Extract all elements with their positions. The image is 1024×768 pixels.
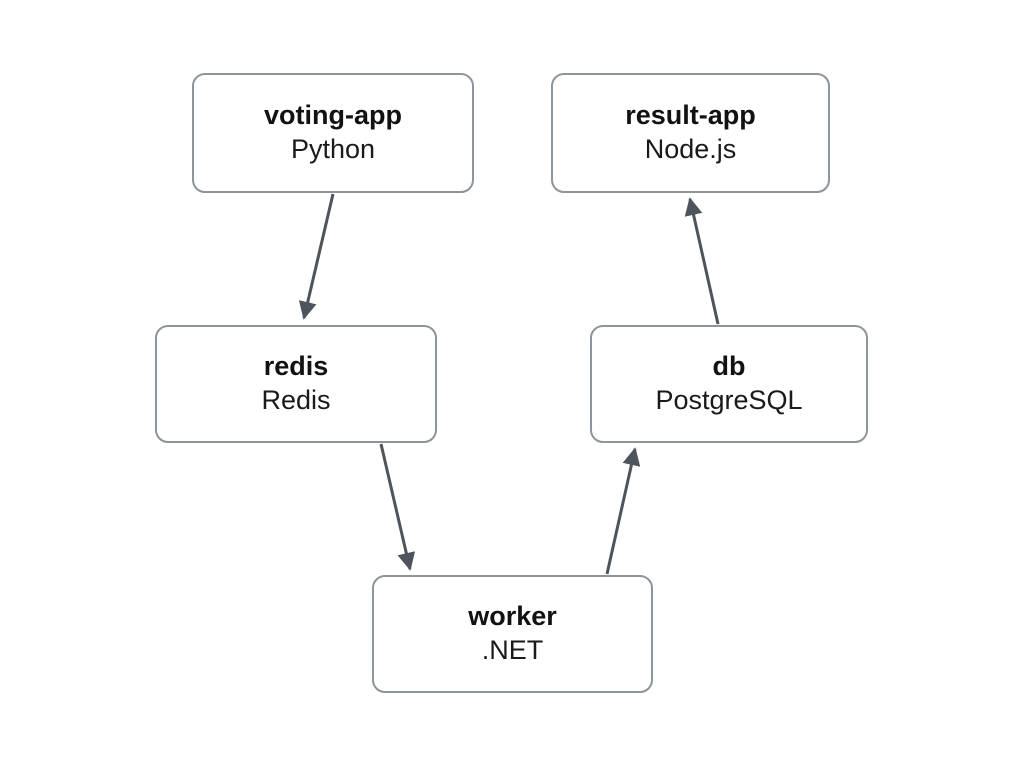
node-redis: redis Redis [155,325,437,443]
node-result-app-subtitle: Node.js [644,134,737,164]
node-voting-app-title: voting-app [264,100,402,131]
edge-worker-to-db [605,447,641,575]
node-db-title: db [712,351,746,382]
node-voting-app: voting-app Python [192,73,474,193]
node-result-app: result-app Node.js [551,73,830,193]
node-result-app-title: result-app [625,100,756,131]
node-db-subtitle: PostgreSQL [655,385,803,415]
node-worker-title: worker [468,601,557,632]
node-worker: worker .NET [372,575,653,693]
node-redis-title: redis [263,351,329,382]
edge-voting-app-to-redis [298,193,335,320]
node-db: db PostgreSQL [590,325,868,443]
node-redis-subtitle: Redis [261,385,331,415]
node-worker-subtitle: .NET [481,635,544,665]
edge-redis-to-worker [379,443,416,571]
edge-db-to-result-app [684,197,720,325]
node-voting-app-subtitle: Python [290,134,376,164]
